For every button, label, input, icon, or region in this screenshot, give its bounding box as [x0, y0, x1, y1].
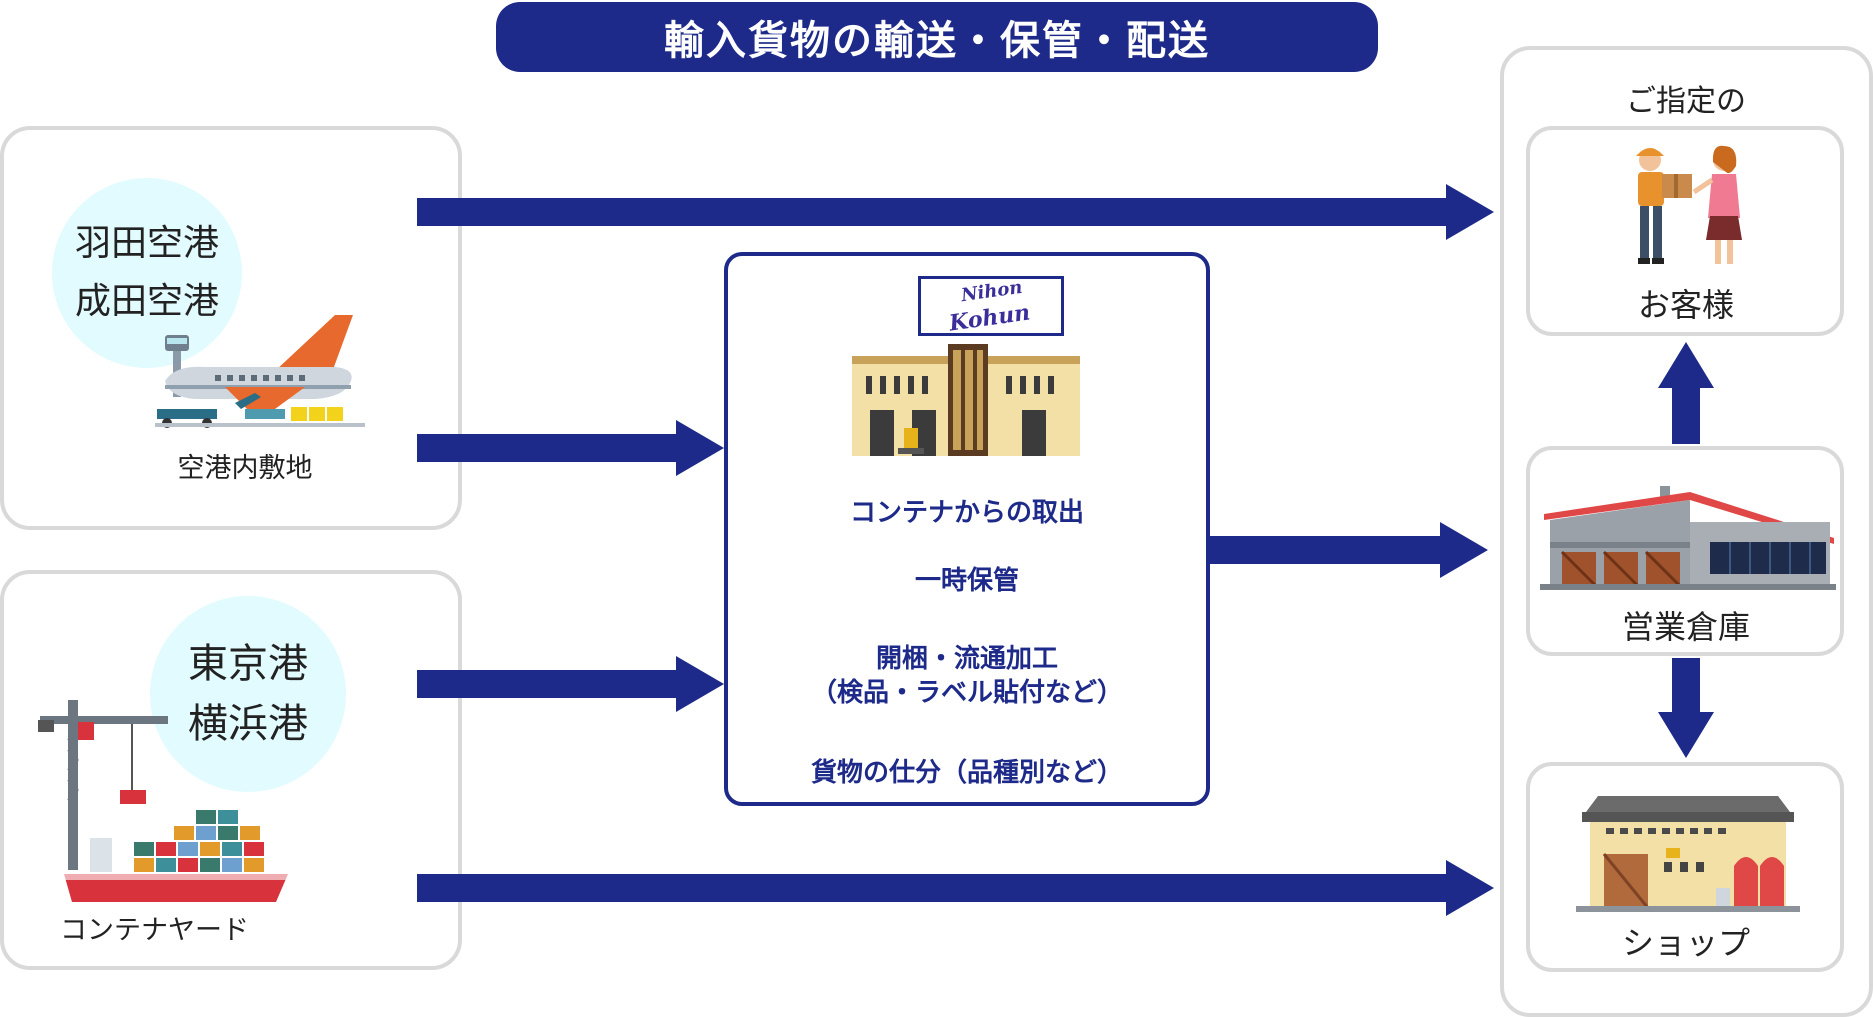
- delivery-handover-illustration: [1636, 145, 1742, 264]
- warehouse-building-illustration: [852, 344, 1080, 456]
- seaport-name-tokyo: 東京港: [188, 641, 308, 687]
- container-ship-illustration: [38, 700, 288, 902]
- shop-caption: ショップ: [1621, 924, 1750, 962]
- arrow-center-to-warehouse: [1210, 522, 1488, 578]
- airport-name-haneda: 羽田空港: [74, 223, 219, 264]
- step-processing: 開梱・流通加工: [875, 644, 1058, 674]
- seaport-names-circle: 東京港 横浜港: [150, 596, 346, 792]
- seaport-name-yokohama: 横浜港: [188, 701, 308, 747]
- airport-names-circle: 羽田空港 成田空港: [52, 178, 242, 368]
- center-process-box: Nihon Kohun コンテナからの取出 一時保管 開梱・流通加工 （検品・ラ…: [724, 252, 1210, 806]
- airport-name-narita: 成田空港: [74, 281, 219, 322]
- company-logo-sign: Nihon Kohun: [918, 276, 1064, 337]
- destination-header: ご指定の: [1626, 84, 1746, 119]
- warehouse-caption: 営業倉庫: [1621, 608, 1750, 646]
- airport-illustration: [155, 315, 365, 428]
- arrow-airport-to-center: [417, 420, 724, 476]
- arrow-airport-to-customer: [417, 184, 1494, 240]
- customer-card: [1526, 126, 1844, 336]
- step-processing-detail: （検品・ラベル貼付など）: [810, 678, 1123, 708]
- shop-building-illustration: [1576, 796, 1800, 912]
- step-storage: 一時保管: [914, 566, 1019, 596]
- arrow-warehouse-to-customer: [1658, 342, 1714, 444]
- airport-caption: 空港内敷地: [177, 453, 313, 484]
- arrow-seaport-to-center: [417, 656, 724, 712]
- diagram-title: 輸入貨物の輸送・保管・配送: [496, 2, 1378, 72]
- customer-caption: お客様: [1637, 286, 1734, 324]
- step-sorting: 貨物の仕分（品種別など）: [810, 758, 1123, 788]
- seaport-caption: コンテナヤード: [60, 915, 249, 946]
- arrow-seaport-to-shop: [417, 860, 1494, 916]
- arrow-warehouse-to-shop: [1658, 658, 1714, 758]
- storage-warehouse-illustration: [1540, 486, 1836, 590]
- step-unload: コンテナからの取出: [849, 498, 1084, 528]
